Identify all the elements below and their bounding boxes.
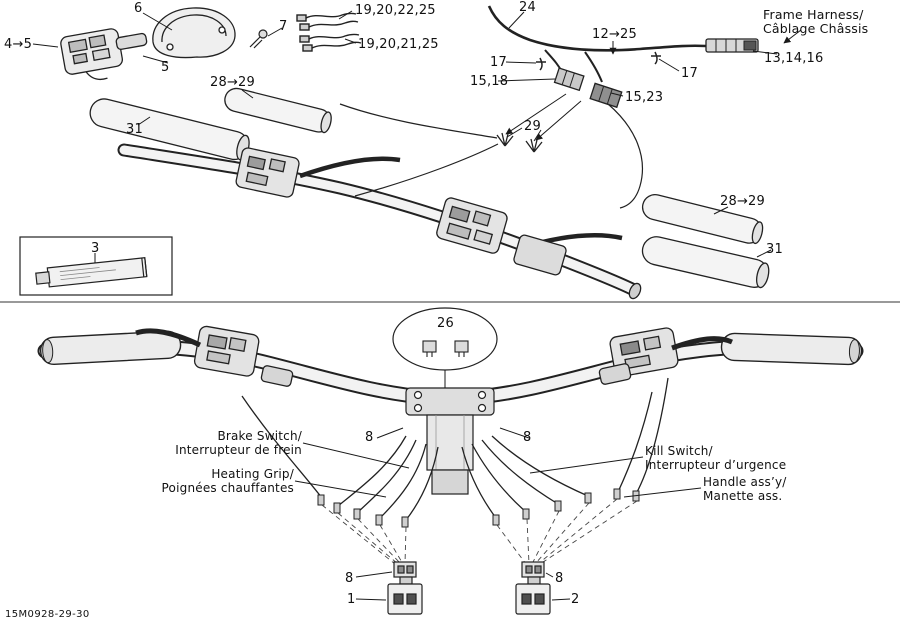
left-grip-drawing xyxy=(39,330,182,366)
handlebar-assembly-top-drawing xyxy=(117,103,644,300)
leader-lines-top xyxy=(32,10,802,263)
wire-clip-17-right-icon xyxy=(651,51,661,65)
left-control-pod-drawing xyxy=(135,325,294,387)
grip-tube-28-29-left-drawing xyxy=(224,87,332,134)
handlebar-assembly-bottom-drawing xyxy=(37,325,864,495)
lubricant-tube-drawing xyxy=(35,257,148,288)
right-grip-drawing xyxy=(720,332,863,366)
assembly-guide-lines xyxy=(321,498,638,565)
steering-clamp-drawing xyxy=(405,387,495,495)
wire-terminal-icons xyxy=(317,488,640,528)
connector-block-15-18 xyxy=(553,67,585,92)
multifunction-switch-drawing xyxy=(60,28,148,81)
switch-cover-drawing xyxy=(152,7,236,59)
grip-tube-31-right-drawing xyxy=(641,236,770,289)
connector-block-15-23 xyxy=(589,82,623,109)
grip-tube-31-left-drawing xyxy=(89,98,250,161)
right-control-pod-drawing xyxy=(598,327,733,385)
leader-lines-bottom xyxy=(294,370,702,601)
screw-icon xyxy=(249,29,268,49)
wire-clip-17-left-icon xyxy=(536,57,546,71)
mini-connector-icons xyxy=(422,340,469,357)
wire-pairs-drawing xyxy=(296,12,362,52)
frame-harness-drawing xyxy=(339,5,759,153)
lubricant-tube-box xyxy=(19,236,173,296)
grip-tube-28-29-right-drawing xyxy=(641,194,764,245)
frame-connector-drawing xyxy=(705,38,759,53)
connector-1-drawing xyxy=(387,561,423,615)
wire-clip-29-left-icon xyxy=(496,132,514,147)
callout-26-ellipse xyxy=(392,307,498,371)
connector-2-drawing xyxy=(515,561,551,615)
wire-clip-29-right-icon xyxy=(525,138,543,153)
harness-wires-drawing xyxy=(241,377,669,528)
